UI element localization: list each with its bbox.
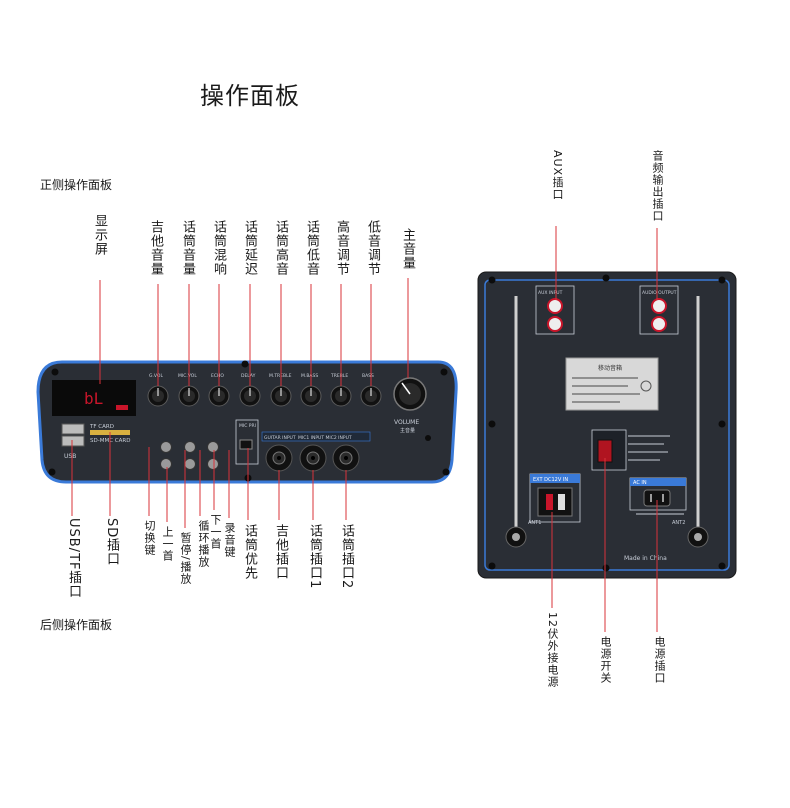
mic-volume-knob[interactable] <box>178 385 200 407</box>
label-guitar-volume: 吉他音量 <box>148 220 163 276</box>
label-guitar-jack: 吉他插口 <box>273 524 288 580</box>
label-mic-volume: 话筒音量 <box>180 220 195 276</box>
knob-text-bass: BASS <box>362 373 374 379</box>
knob-text-treble: TREBLE <box>330 373 348 379</box>
bass-knob[interactable] <box>360 385 382 407</box>
ac-in-text: AC IN <box>633 480 647 486</box>
knob-text-gvol: G.VOL <box>149 373 163 379</box>
rear-leader-lines <box>551 226 658 632</box>
label-master-volume: 主音量 <box>400 228 415 270</box>
label-bass-adjust: 低音调节 <box>365 220 380 276</box>
ext-dc-socket[interactable] <box>537 487 573 517</box>
audio-out-jack-r[interactable] <box>651 298 667 314</box>
mic-jack-1[interactable] <box>299 444 327 472</box>
mic-treble-knob[interactable] <box>270 385 292 407</box>
label-pause-play: 暂停/播放 <box>179 532 192 585</box>
label-12v-external-power: 12伏外接电源 <box>546 612 559 688</box>
knob-text-echo: ECHO <box>211 373 224 379</box>
label-sd-port: SD插口 <box>104 518 119 567</box>
label-mic-bass: 话筒低音 <box>304 220 319 276</box>
audio-out-jack-l[interactable] <box>651 316 667 332</box>
switch-button[interactable] <box>160 441 172 453</box>
rear-panel-heading: 后侧操作面板 <box>40 618 113 632</box>
ext-dc-text: EXT DC12V IN <box>533 477 568 483</box>
front-leader-lines <box>71 278 409 528</box>
antenna-base-right <box>687 526 709 548</box>
rear-panel: ANT1 ANT2 AUX INPUT AUDIO OUTPUT 移动音箱 EX… <box>477 271 737 579</box>
volume-text: VOLUME <box>394 419 419 426</box>
label-mic-treble: 话筒高音 <box>273 220 288 276</box>
mic-input-text: MIC1 INPUT MIC2 INPUT <box>298 435 352 441</box>
knob-text-mtreble: M.TREBLE <box>269 373 292 379</box>
tf-card-slot[interactable] <box>61 423 85 435</box>
knob-row <box>147 377 427 411</box>
treble-knob[interactable] <box>330 385 352 407</box>
label-switch-key: 切换键 <box>143 520 156 556</box>
guitar-input-text: GUITAR INPUT <box>264 435 296 441</box>
label-next-track: 下一首 <box>209 514 222 550</box>
master-volume-knob[interactable] <box>393 377 427 411</box>
mic-bass-knob[interactable] <box>300 385 322 407</box>
made-in-china-text: Made in China <box>624 555 667 562</box>
label-treble-adjust: 高音调节 <box>334 220 349 276</box>
audio-output-text: AUDIO OUTPUT <box>642 290 677 296</box>
aux-input-text: AUX INPUT <box>538 290 563 296</box>
button-cluster <box>160 441 219 470</box>
label-usb-tf-port: USB/TF插口 <box>66 518 81 599</box>
knob-text-micvol: MIC.VOL <box>178 373 197 379</box>
guitar-jack[interactable] <box>265 444 293 472</box>
antenna-base-left <box>505 526 527 548</box>
label-display: 显示屏 <box>92 214 107 256</box>
prev-track-button[interactable] <box>160 458 172 470</box>
record-button[interactable] <box>207 458 219 470</box>
knob-text-mbass: M.BASS <box>301 373 318 379</box>
mic-echo-knob[interactable] <box>208 385 230 407</box>
guitar-volume-knob[interactable] <box>147 385 169 407</box>
display-readout: bL <box>84 389 103 408</box>
label-audio-output-port: 音频输出插口 <box>651 150 664 222</box>
pause-play-button[interactable] <box>184 441 196 453</box>
next-track-button[interactable] <box>207 441 219 453</box>
label-power-switch: 电源开关 <box>599 636 612 684</box>
volume-cn-text: 主音量 <box>400 427 415 434</box>
label-loop-play: 循环播放 <box>197 520 210 568</box>
label-aux-port: AUX插口 <box>551 150 564 201</box>
label-mic-priority: 话筒优先 <box>242 524 257 580</box>
label-mic-jack-2: 话筒插口2 <box>339 524 354 590</box>
label-mic-echo: 话筒混响 <box>211 220 226 276</box>
mic-pri-text: MIC PRI <box>239 423 256 429</box>
front-panel-heading: 正侧操作面板 <box>40 178 113 192</box>
label-record-key: 录音键 <box>223 522 236 558</box>
loop-play-button[interactable] <box>184 458 196 470</box>
mic-priority-switch[interactable] <box>239 439 253 450</box>
aux-jack-l[interactable] <box>547 316 563 332</box>
ant2-text: ANT2 <box>672 520 685 526</box>
label-mic-delay: 话筒延迟 <box>242 220 257 276</box>
usb-port[interactable] <box>61 435 85 447</box>
usb-text: USB <box>64 453 76 460</box>
aux-jack-r[interactable] <box>547 298 563 314</box>
label-prev-track: 上一首 <box>161 526 174 562</box>
mic-delay-knob[interactable] <box>239 385 261 407</box>
label-power-socket: 电源插口 <box>653 636 666 684</box>
front-panel: bL TF CARD SD-MMC CARD USB G.VOL MIC.VOL… <box>36 360 458 484</box>
tf-card-text: TF CARD <box>89 424 114 430</box>
nameplate-title: 移动音箱 <box>598 364 622 372</box>
knob-text-delay: DELAY <box>241 373 256 379</box>
label-mic-jack-1: 话筒插口1 <box>307 524 322 590</box>
mic-jack-2[interactable] <box>332 444 360 472</box>
ant1-text: ANT1 <box>528 520 541 526</box>
page-title: 操作面板 <box>200 82 300 110</box>
